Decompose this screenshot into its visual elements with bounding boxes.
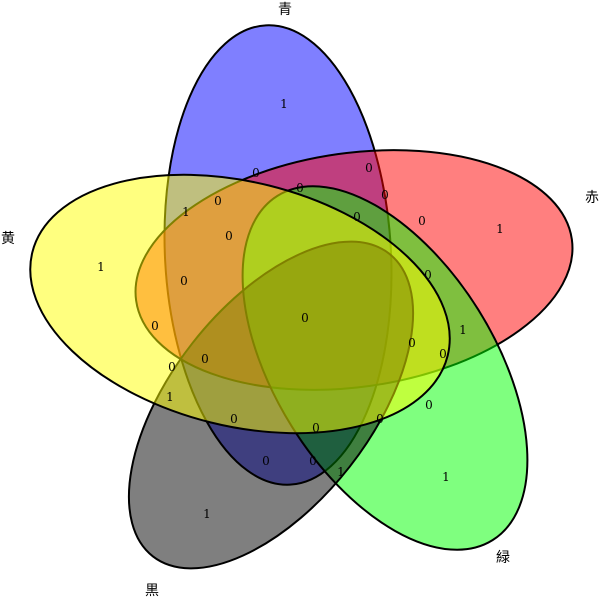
region-count: 0 [262,454,270,468]
region-yellow-only: 1 [97,260,105,274]
set-label-red: 赤 [585,190,599,206]
region-count: 0 [201,352,209,366]
set-label-black: 黒 [145,583,159,599]
region-blue-only: 1 [280,97,288,111]
set-label-yellow: 黄 [1,230,15,247]
region-count: 1 [337,465,345,479]
region-count: 0 [312,421,320,435]
set-label-green: 緑 [496,550,510,566]
region-count: 0 [180,274,188,288]
region-count: 0 [439,347,447,361]
region-center: 0 [301,311,309,325]
set-label-blue: 青 [278,2,292,18]
set-yellow-ellipse [29,173,451,435]
region-count: 0 [252,166,260,180]
region-green-only: 1 [442,470,450,484]
region-count: 0 [151,319,159,333]
region-count: 1 [166,390,174,404]
region-count: 0 [168,360,176,374]
region-count: 0 [381,188,389,202]
region-count: 1 [459,323,467,337]
region-count: 0 [353,210,361,224]
region-count: 0 [418,214,426,228]
region-count: 0 [365,161,373,175]
region-count: 0 [225,229,233,243]
region-count: 0 [424,268,432,282]
region-count: 0 [408,336,416,350]
region-black-only: 1 [203,507,211,521]
region-count: 0 [309,454,317,468]
region-count: 0 [230,412,238,426]
region-count: 0 [376,412,384,426]
region-count: 1 [182,205,190,219]
region-count: 0 [425,398,433,412]
region-red-only: 1 [496,222,504,236]
region-count: 0 [296,181,304,195]
region-count: 0 [214,194,222,208]
